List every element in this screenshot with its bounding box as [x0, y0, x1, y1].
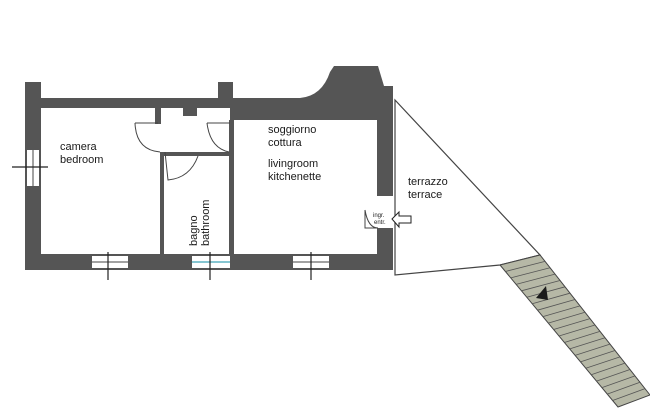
- windows: [12, 150, 329, 280]
- stair-tread: [510, 267, 551, 279]
- entrance-arrow-icon: [391, 210, 412, 229]
- stair-tread: [532, 292, 571, 305]
- stair-tread: [505, 260, 546, 272]
- stair-tread: [558, 324, 596, 337]
- stair-tread: [521, 280, 561, 292]
- stair-tread: [569, 337, 606, 350]
- stair-tread: [564, 330, 601, 343]
- living-label-it-1: soggiorno: [268, 124, 316, 136]
- doors: [134, 122, 412, 229]
- bathroom-label-it: bagno: [188, 215, 200, 246]
- stair-tread: [574, 343, 611, 356]
- stair-tread: [591, 362, 626, 376]
- living-label-en-1: livingroom: [268, 158, 318, 170]
- entrance-label-en: entr.: [374, 220, 386, 226]
- living-label-it-2: cottura: [268, 137, 303, 149]
- stair-direction-arrow-icon: [536, 286, 548, 300]
- stair-tread: [607, 381, 641, 395]
- stair-tread: [580, 350, 616, 363]
- stair-tread: [548, 311, 586, 324]
- bedroom-label-it: camera: [60, 141, 98, 153]
- stair-tread: [537, 299, 576, 311]
- staircase: [499, 254, 650, 408]
- bathroom-label-en: bathroom: [200, 200, 212, 246]
- stair-tread: [596, 369, 631, 382]
- terrace-label-en: terrace: [408, 189, 442, 201]
- stair-tread: [542, 305, 581, 318]
- stair-tread: [515, 273, 556, 285]
- stair-tread: [553, 318, 591, 330]
- stair-tread: [601, 375, 636, 389]
- stair-tread: [612, 388, 646, 401]
- entrance-label-it: ingr.: [373, 213, 385, 219]
- bedroom-label-en: bedroom: [60, 154, 103, 166]
- living-label-en-2: kitchenette: [268, 171, 321, 183]
- stair-tread: [585, 356, 621, 369]
- terrace-label-it: terrazzo: [408, 176, 448, 188]
